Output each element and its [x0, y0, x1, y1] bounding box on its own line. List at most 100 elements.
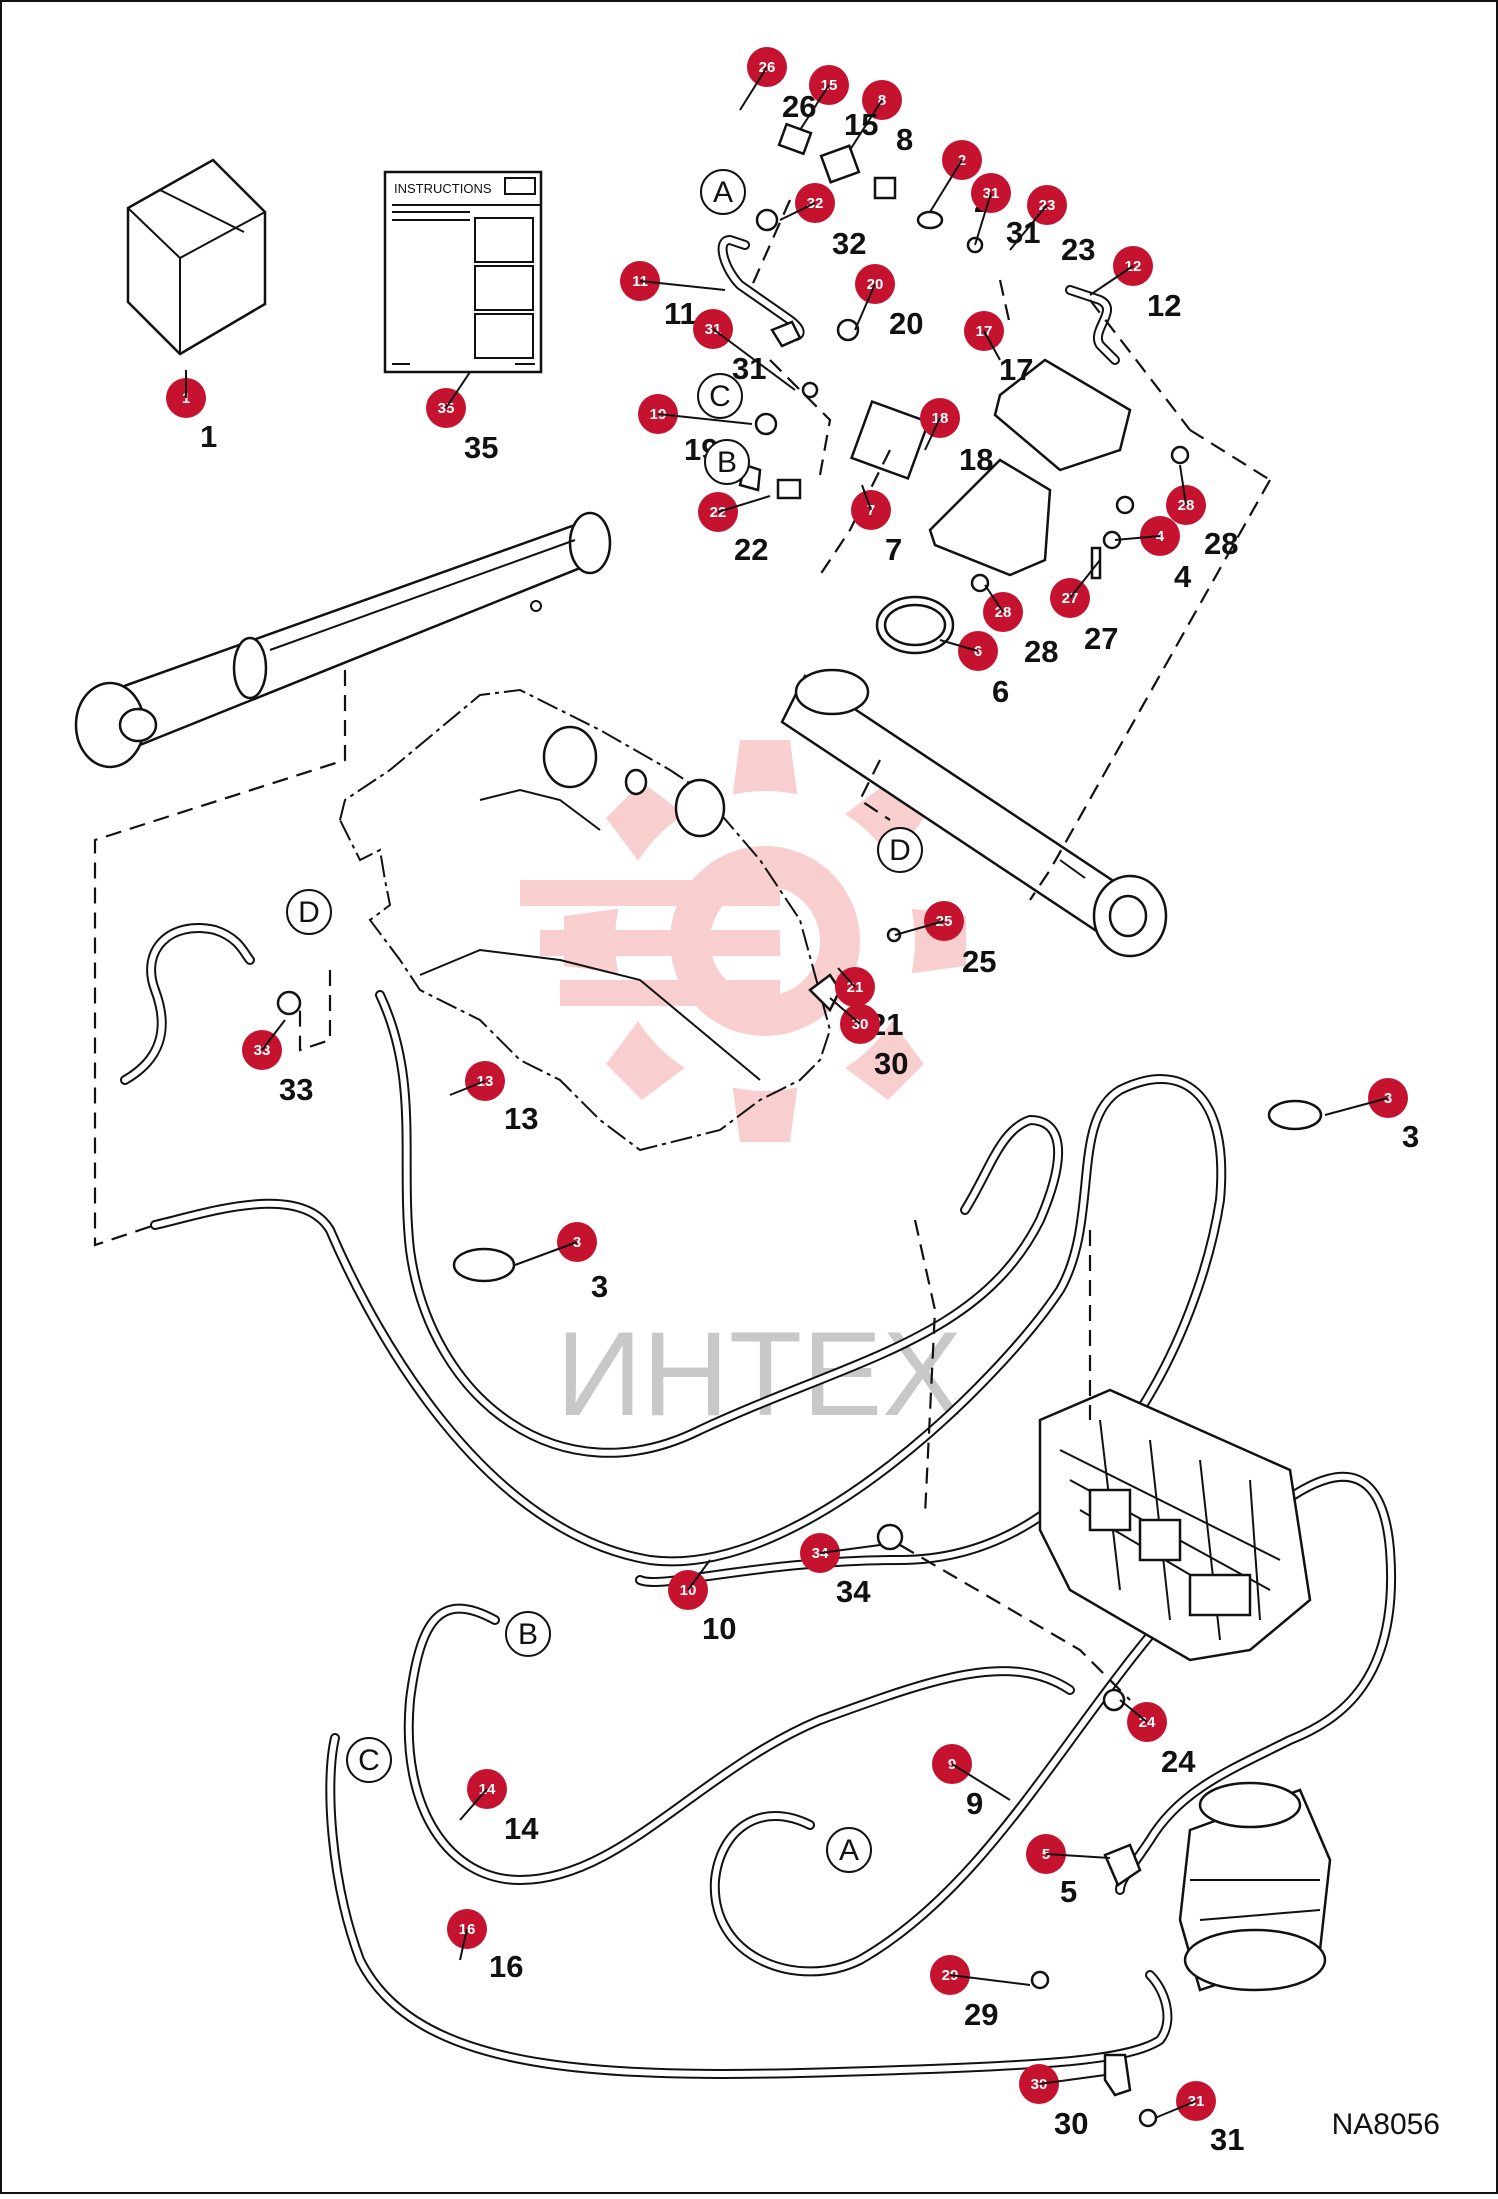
callout-leader-line: [712, 328, 796, 391]
part-number-label: 28: [1024, 634, 1058, 669]
callout-leader-line: [639, 280, 726, 291]
part-callout-number: 28: [1178, 497, 1195, 514]
control-valve-assembly: [1038, 1388, 1312, 1662]
part-number-label: 23: [1061, 232, 1095, 267]
connection-ref-letter: D: [889, 834, 911, 867]
part-number-label: 27: [1084, 621, 1118, 656]
hose-10: [150, 1074, 1227, 1587]
part-callout-number: 1: [182, 390, 190, 407]
instruction-sheet: [383, 170, 543, 374]
part-number-label: 7: [885, 532, 902, 567]
callout-leader-line: [929, 159, 963, 213]
connection-ref-circle: [826, 1827, 872, 1873]
part-number-label: 3: [591, 1269, 608, 1304]
instructions-title: INSTRUCTIONS: [394, 181, 492, 196]
callout-leader-line: [799, 84, 830, 131]
hose-upper-left: [120, 923, 255, 1085]
callout-leader-line: [1045, 1853, 1111, 1859]
callout-leader-line: [459, 1788, 488, 1821]
part-callout-number: 35: [438, 400, 455, 417]
part-number-label: 30: [1054, 2106, 1088, 2141]
part-callout-number: 7: [867, 502, 875, 519]
connection-ref-letter: A: [713, 176, 733, 209]
hose-clamp: [875, 595, 955, 655]
part-number-label: 6: [992, 674, 1009, 709]
part-callout-number: 4: [1156, 528, 1165, 545]
part-number-label: 29: [964, 1997, 998, 2032]
connection-ref-letter: B: [717, 446, 737, 479]
callout-leader-line: [974, 192, 992, 246]
callout-leader-line: [854, 283, 876, 331]
callout-leader-line: [717, 495, 771, 513]
connection-ref-circle: [700, 169, 746, 215]
hose-13: [375, 990, 1064, 1458]
hose-16: [325, 1733, 1173, 2079]
callout-leader-line: [687, 1559, 711, 1591]
part-number-label: 8: [896, 122, 913, 157]
mounting-bracket: [928, 358, 1132, 577]
part-callout-number: 10: [680, 1582, 697, 1599]
callout-leader-line: [1114, 535, 1161, 541]
part-number-label: 26: [782, 89, 816, 124]
part-callout-number: 30: [1031, 2076, 1048, 2093]
boom-arm-outline: [338, 688, 832, 1152]
part-number-label: 9: [966, 1786, 983, 1821]
connection-ref-circle: [346, 1737, 392, 1783]
part-number-label: 31: [1210, 2122, 1244, 2157]
callout-leader-line: [514, 1241, 578, 1266]
part-callout-number: 28: [995, 604, 1012, 621]
callout-leader-line: [829, 997, 861, 1025]
small-hardware: [276, 122, 1190, 2128]
connection-ref-circle: [505, 1611, 551, 1657]
connection-ref-letter: C: [358, 1744, 380, 1777]
box-kit-package: [126, 158, 267, 356]
part-number-label: 33: [279, 1072, 313, 1107]
part-number-label: 22: [734, 532, 768, 567]
part-number-label: 20: [889, 306, 923, 341]
callout-leader-line: [1009, 204, 1048, 251]
callout-leader-line: [951, 1763, 1011, 1801]
callout-leader-line: [894, 920, 945, 936]
callout-leader-line: [445, 371, 471, 409]
callout-leader-line: [1038, 2074, 1106, 2085]
connection-ref-letter: D: [298, 896, 320, 929]
part-number-label: 24: [1161, 1744, 1196, 1779]
connection-ref-letter: C: [709, 380, 731, 413]
part-number-label: 12: [1147, 288, 1181, 323]
connection-ref-letter: B: [518, 1618, 538, 1651]
part-number-label: 32: [832, 226, 866, 261]
callout-leader-line: [939, 639, 979, 652]
callout-leader-line: [949, 1974, 1031, 1986]
part-number-label: 28: [1204, 526, 1238, 561]
part-callout-number: 6: [974, 643, 982, 660]
callout-leader-line: [449, 1080, 486, 1096]
part-number-label: 4: [1174, 559, 1192, 594]
connection-ref-circle: [286, 889, 332, 935]
callout-leader-line: [459, 1928, 468, 1961]
part-number-label: 14: [504, 1811, 539, 1846]
part-callout-number: 33: [254, 1042, 271, 1059]
callout-leader-line: [861, 484, 872, 511]
callout-leader-line: [924, 417, 941, 451]
callout-leader-line: [1179, 464, 1187, 506]
part-number-label: 18: [959, 442, 993, 477]
callout-leader-line: [819, 1544, 881, 1554]
hose-14: [403, 1603, 1075, 1885]
boom-cylinder: [74, 511, 612, 769]
connection-ref-circle: [877, 827, 923, 873]
part-number-label: 34: [836, 1574, 871, 1609]
part-number-label: 35: [464, 430, 498, 465]
callout-leader-line: [739, 66, 768, 111]
part-callout-bubble[interactable]: [698, 492, 738, 532]
dashed-assembly-lines: [93, 199, 1271, 1701]
part-number-label: 10: [702, 1611, 736, 1646]
callout-leader-line: [1069, 559, 1101, 599]
callout-leader-line: [657, 413, 753, 425]
diagram-code: NA8056: [1331, 2108, 1440, 2141]
callout-leader-line: [779, 202, 816, 221]
part-callout-number: 22: [710, 504, 727, 521]
callout-leader-line: [983, 330, 1001, 361]
connection-ref-circle: [704, 439, 750, 485]
